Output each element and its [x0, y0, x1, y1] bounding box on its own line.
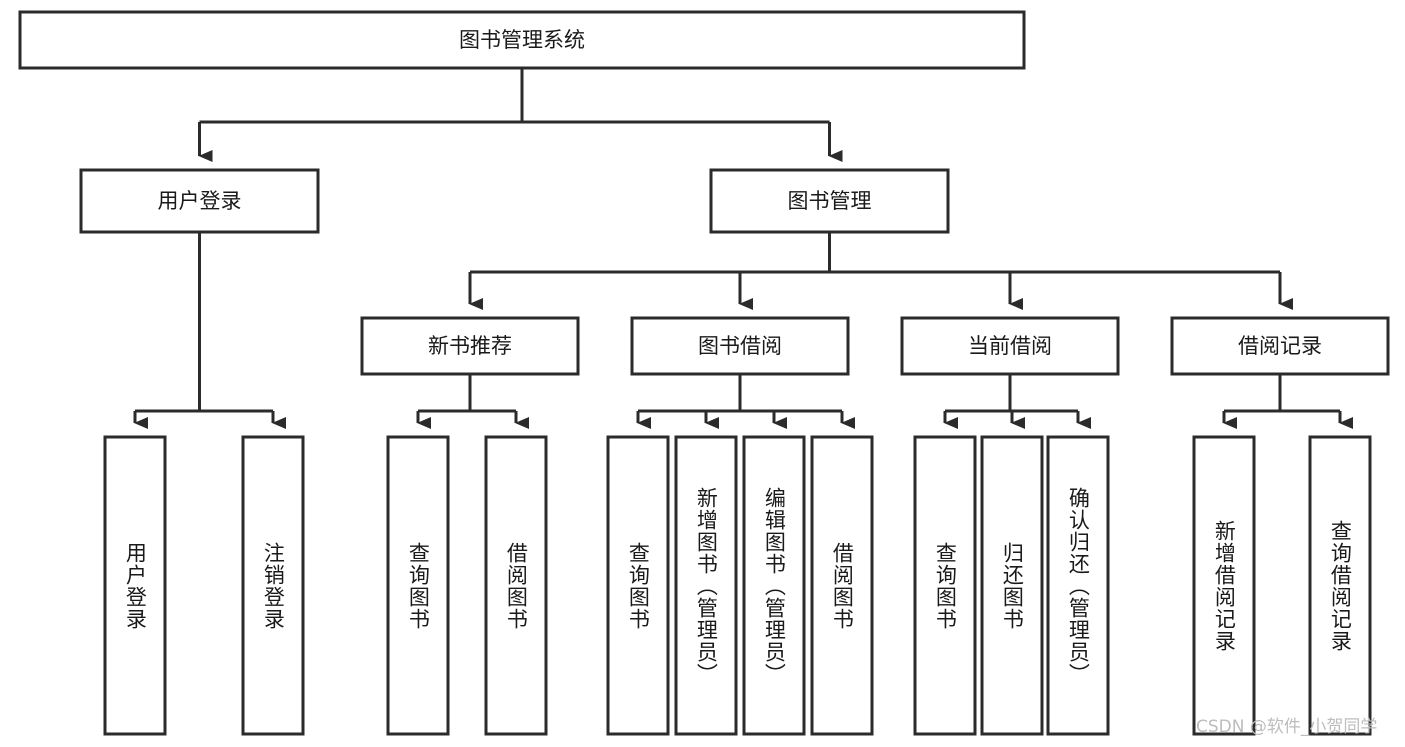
node-leaf-add-borrow-record[interactable] — [1192, 435, 1256, 736]
node-current-borrow-box[interactable] — [900, 316, 1120, 376]
node-leaf-add-book-box[interactable] — [674, 435, 738, 736]
node-leaf-query-book-current-box[interactable] — [913, 435, 977, 736]
node-user-login[interactable]: 用户登录 — [79, 168, 320, 234]
node-new-book-recommend[interactable]: 新书推荐 — [360, 316, 580, 376]
node-root-root-box[interactable] — [18, 10, 1026, 70]
node-root-root[interactable]: 图书管理系统 — [18, 10, 1026, 70]
node-leaf-query-borrow-record[interactable] — [1308, 435, 1372, 736]
node-leaf-query-book-borrow-box[interactable] — [606, 435, 670, 736]
node-new-book-recommend-box[interactable] — [360, 316, 580, 376]
node-book-borrow-label: 图书借阅 — [698, 334, 782, 358]
node-leaf-add-book[interactable] — [674, 435, 738, 736]
node-current-borrow[interactable]: 当前借阅 — [900, 316, 1120, 376]
node-current-borrow-label: 当前借阅 — [968, 334, 1052, 358]
node-leaf-borrow-book[interactable] — [810, 435, 874, 736]
node-leaf-user-login-box[interactable] — [103, 435, 167, 736]
node-leaf-query-book-borrow[interactable] — [606, 435, 670, 736]
node-leaf-borrow-book-recommend-box[interactable] — [484, 435, 548, 736]
node-borrow-record[interactable]: 借阅记录 — [1170, 316, 1390, 376]
node-borrow-record-box[interactable] — [1170, 316, 1390, 376]
node-leaf-return-book-box[interactable] — [980, 435, 1044, 736]
node-book-management[interactable]: 图书管理 — [709, 168, 950, 234]
node-leaf-logout[interactable] — [241, 435, 305, 736]
node-leaf-add-borrow-record-box[interactable] — [1192, 435, 1256, 736]
node-leaf-user-login[interactable] — [103, 435, 167, 736]
node-leaf-confirm-return-box[interactable] — [1046, 435, 1110, 736]
node-user-login-box[interactable] — [79, 168, 320, 234]
node-borrow-record-label: 借阅记录 — [1238, 334, 1322, 358]
node-leaf-borrow-book-box[interactable] — [810, 435, 874, 736]
node-user-login-label: 用户登录 — [158, 189, 242, 213]
node-leaf-query-book-recommend-box[interactable] — [386, 435, 450, 736]
node-leaf-query-borrow-record-box[interactable] — [1308, 435, 1372, 736]
node-new-book-recommend-label: 新书推荐 — [428, 334, 512, 358]
node-book-borrow-box[interactable] — [630, 316, 850, 376]
node-book-management-box[interactable] — [709, 168, 950, 234]
node-leaf-edit-book-box[interactable] — [742, 435, 806, 736]
node-book-management-label: 图书管理 — [788, 189, 872, 213]
node-leaf-query-book-recommend[interactable] — [386, 435, 450, 736]
node-leaf-return-book[interactable] — [980, 435, 1044, 736]
connector-layer — [133, 68, 1353, 429]
node-leaf-borrow-book-recommend[interactable] — [484, 435, 548, 736]
node-leaf-logout-box[interactable] — [241, 435, 305, 736]
node-leaf-query-book-current[interactable] — [913, 435, 977, 736]
node-leaf-confirm-return[interactable] — [1046, 435, 1110, 736]
node-root-root-label: 图书管理系统 — [459, 28, 585, 52]
node-book-borrow[interactable]: 图书借阅 — [630, 316, 850, 376]
node-leaf-edit-book[interactable] — [742, 435, 806, 736]
